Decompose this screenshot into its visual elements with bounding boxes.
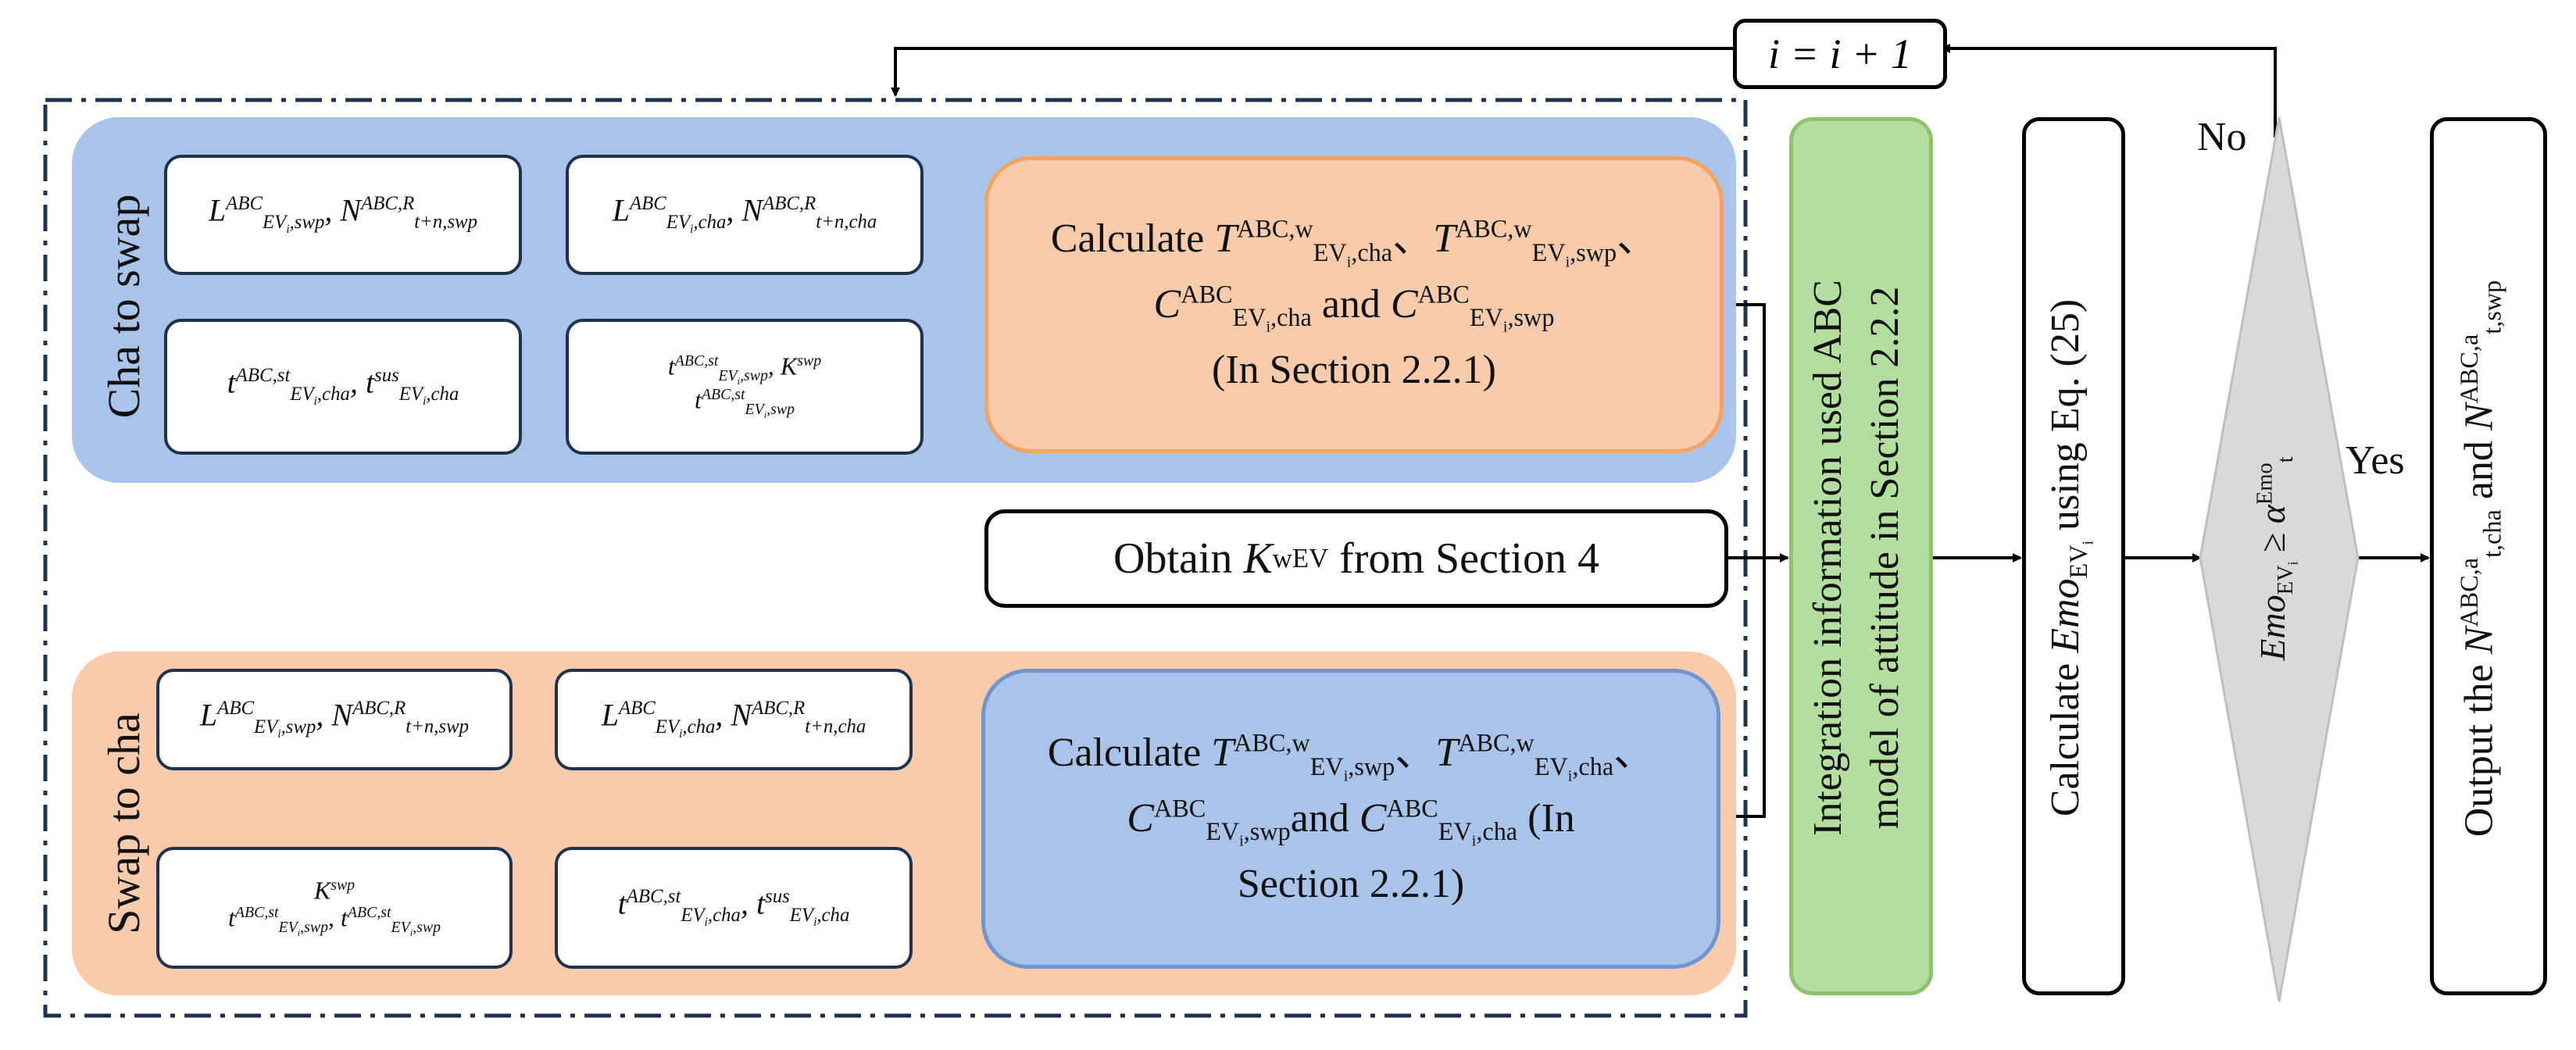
top-calc-box: Calculate TABC,wEVi,cha、TABC,wEVi,swp、 C… (984, 156, 1724, 453)
bottom-calc-box: Calculate TABC,wEVi,swp、TABC,wEVi,cha、 C… (981, 669, 1720, 969)
bottom-box-1: LABCEVi,swp, NABC,Rt+n,swp (156, 669, 513, 770)
bottom-calc-line1: Calculate TABC,wEVi,swp、TABC,wEVi,cha、 (1047, 728, 1655, 785)
bracket-top (1724, 303, 1766, 558)
top-calc-and: and (1321, 282, 1381, 327)
top-calc-line3: (In Section 2.2.1) (1212, 347, 1496, 392)
bottom-calc-prefix: Calculate (1047, 730, 1202, 776)
bottom-calc-line3: Section 2.2.1) (1237, 861, 1465, 906)
calc-emo-suffix: using Eq. (25) (2043, 298, 2088, 530)
decision-diamond (2199, 116, 2360, 1002)
integration-line1: Integration information used ABC (1806, 280, 1850, 837)
top-calc-line2: CABCEVi,cha and CABCEVi,swp (1153, 280, 1555, 336)
calc-emo-text: Calculate EmoEVi using Eq. (25) (2043, 298, 2097, 817)
bottom-calc-in: (In (1527, 796, 1575, 841)
output-and: and (2456, 441, 2502, 500)
output-prefix: Output the (2456, 664, 2502, 838)
integration-text: Integration information used ABC model o… (1800, 120, 1922, 995)
decision-yes-label: Yes (2346, 438, 2405, 483)
calc-emo-prefix: Calculate (2043, 662, 2088, 817)
bottom-box-4: tABC,stEVi,cha, tsusEVi,cha (555, 847, 913, 969)
loop-line-back (891, 47, 1733, 97)
obtain-suffix: from Section 4 (1339, 534, 1599, 583)
bottom-box-2: LABCEVi,cha, NABC,Rt+n,cha (555, 669, 913, 770)
counter-box: i = i + 1 (1733, 19, 1947, 89)
counter-text: i = i + 1 (1768, 30, 1912, 77)
integration-box (1789, 117, 1933, 995)
obtain-prefix: Obtain (1113, 534, 1233, 583)
output-text: Output the NABC,at,cha and NABC,at,swp (2455, 280, 2506, 838)
swap-to-cha-title: Swap to cha (98, 712, 149, 934)
output-box (2430, 117, 2547, 995)
top-box-1: LABCEVi,swp, NABC,Rt+n,swp (164, 155, 522, 275)
cha-to-swap-title: Cha to swap (98, 194, 149, 419)
top-calc-prefix: Calculate (1050, 216, 1205, 262)
bottom-calc-and: and (1290, 796, 1349, 841)
loop-line (1941, 44, 2277, 138)
top-box-2: LABCEVi,cha, NABC,Rt+n,cha (566, 155, 924, 275)
integration-line2: model of attitude in Section 2.2.2 (1862, 286, 1907, 830)
decision-no-label: No (2197, 115, 2247, 159)
top-calc-line1: Calculate TABC,wEVi,cha、TABC,wEVi,swp、 (1050, 214, 1658, 271)
calc-emo-box (2022, 117, 2125, 995)
decision-condition: EmoEVi ≥ αEmot (2253, 456, 2301, 661)
bottom-calc-line2: CABCEVi,swpand CABCEVi,cha (In (1127, 794, 1575, 850)
top-box-3: tABC,stEVi,cha, tsusEVi,cha (164, 319, 522, 455)
